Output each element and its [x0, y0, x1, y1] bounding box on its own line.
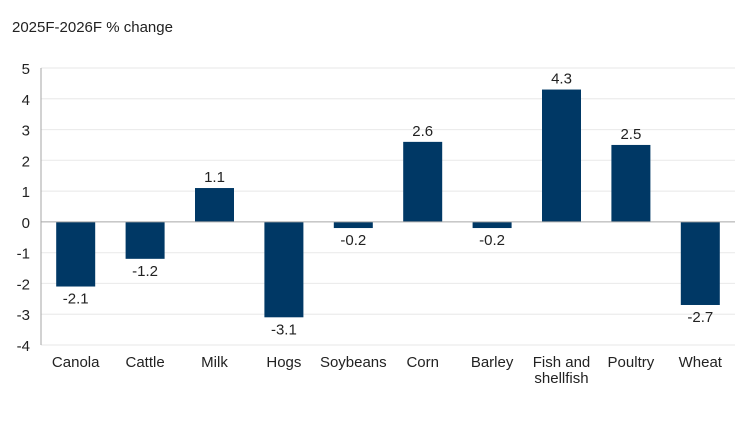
data-label: -2.1: [63, 291, 89, 308]
y-tick-label: 5: [22, 61, 30, 78]
x-category-label: Milk: [201, 354, 228, 371]
x-category-label: shellfish: [534, 370, 588, 387]
data-label: 4.3: [551, 71, 572, 88]
x-category-label: Hogs: [266, 354, 301, 371]
x-axis-categories: Canola Cattle Milk Hogs Soybeans Corn Barley Fi…: [52, 354, 723, 387]
chart-title: 2025F-2026F % change: [12, 19, 173, 36]
data-label: -0.2: [479, 232, 505, 249]
data-label: 2.5: [620, 126, 641, 143]
y-tick-label: 2: [22, 153, 30, 170]
bar: [403, 141, 443, 222]
data-label: -3.1: [271, 321, 297, 338]
x-category-label: Fish and: [533, 354, 591, 371]
y-tick-label: -2: [17, 276, 30, 293]
data-label: -2.7: [687, 309, 713, 326]
bar: [472, 221, 512, 229]
y-tick-label: 1: [22, 184, 30, 201]
bar: [56, 221, 96, 287]
bar: [195, 188, 234, 222]
data-label: -0.2: [340, 232, 366, 249]
bar: [333, 221, 373, 229]
y-axis-ticks: 5 4 3 2 1 0 -1 -2 -3 -4: [17, 61, 30, 355]
x-category-label: Poultry: [608, 354, 655, 371]
y-tick-label: 3: [22, 123, 30, 140]
x-category-label: Soybeans: [320, 354, 387, 371]
data-label: -1.2: [132, 263, 158, 280]
bar: [680, 221, 720, 305]
x-category-label: Corn: [406, 354, 439, 371]
data-labels: -2.1 -1.2 1.1 -3.1 -0.2 2.6 -0.2 4.3 2.5 -2.7: [63, 71, 713, 339]
y-tick-label: -3: [17, 307, 30, 324]
y-tick-label: -4: [17, 338, 30, 355]
y-tick-label: 4: [22, 92, 30, 109]
bar: [611, 144, 651, 222]
bar: [542, 89, 581, 222]
bar: [264, 221, 304, 318]
data-label: 1.1: [204, 169, 225, 186]
data-label: 2.6: [412, 123, 433, 140]
y-tick-label: 0: [22, 215, 30, 232]
x-category-label: Wheat: [679, 354, 723, 371]
x-category-label: Canola: [52, 354, 100, 371]
y-tick-label: -1: [17, 246, 30, 263]
bars: [56, 89, 720, 318]
x-category-label: Barley: [471, 354, 514, 371]
x-category-label: Cattle: [126, 354, 165, 371]
bar: [125, 221, 165, 259]
